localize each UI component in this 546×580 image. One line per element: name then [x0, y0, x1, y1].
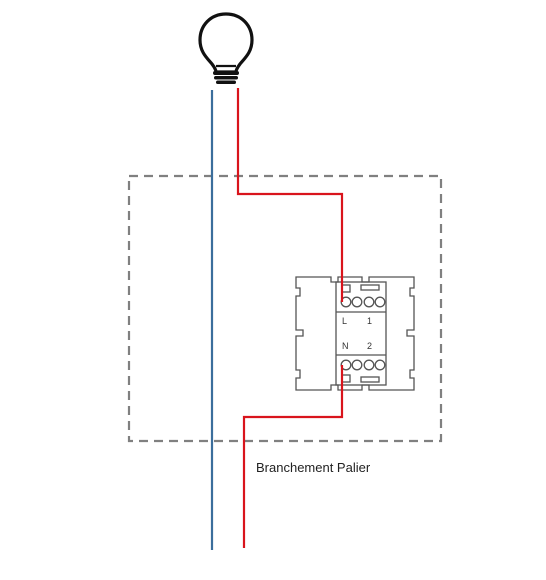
terminal-label-l: L	[342, 316, 347, 326]
switch-mechanism	[295, 276, 415, 391]
terminal-label-n: N	[342, 341, 349, 351]
light-bulb-icon	[198, 12, 254, 84]
diagram-caption: Branchement Palier	[256, 460, 371, 475]
terminal-label-1: 1	[367, 316, 372, 326]
phase-wire-lamp	[236, 88, 344, 302]
junction-box-outline	[127, 174, 443, 443]
terminal-label-2: 2	[367, 341, 372, 351]
phase-wire-supply	[242, 365, 344, 548]
